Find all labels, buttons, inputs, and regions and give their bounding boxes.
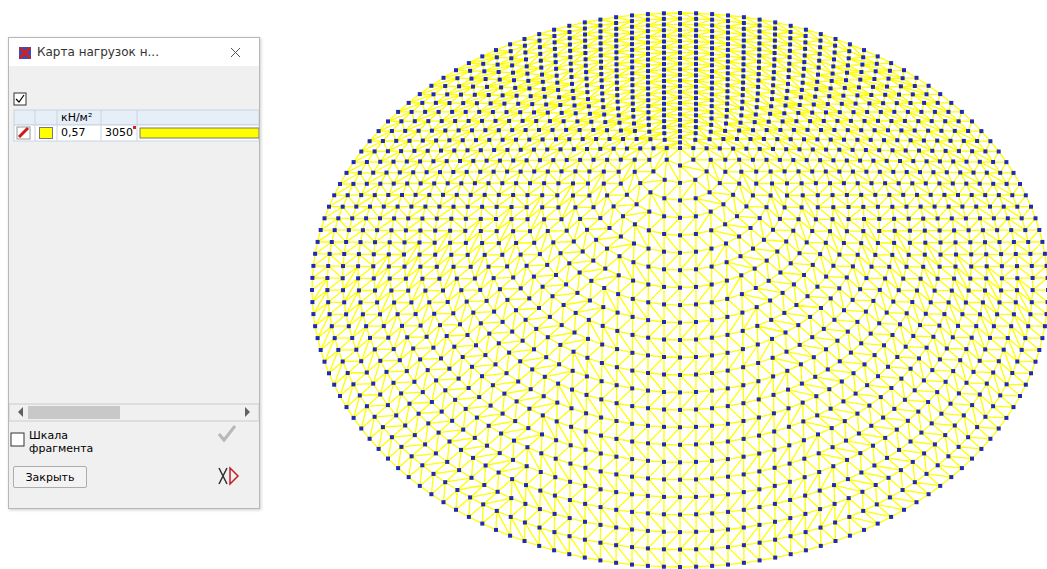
mesh-lines [312, 13, 1047, 567]
window-title: Карта нагрузок н... [37, 45, 159, 59]
checkbox-label: Шкала фрагмента [29, 429, 99, 455]
dialog-window: Карта нагрузок н... кН/м² 3050Шкала фрагме… [8, 37, 260, 509]
count-cell: 3050 [105, 126, 133, 139]
close-button: Закрыть [13, 466, 87, 488]
value-cell: 0,57 [61, 126, 86, 139]
mesh-nodes [310, 11, 1047, 569]
color-swatch [39, 127, 53, 139]
unit-header: кН/м² [61, 111, 92, 124]
button-label: Закрыть [26, 471, 75, 484]
